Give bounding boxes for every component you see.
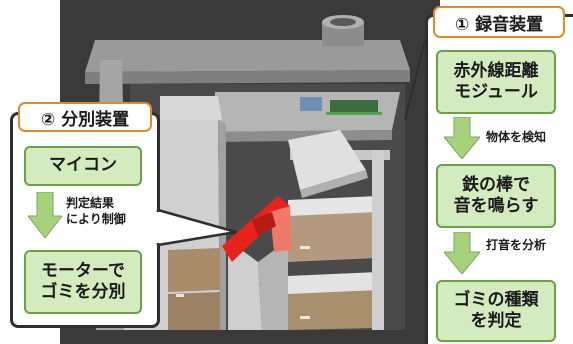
motor-sorting-line2: ゴミを分別	[40, 282, 126, 302]
down-arrow-icon	[28, 192, 62, 238]
control-by-result-line2: により制御	[66, 211, 126, 226]
shelf-lid	[288, 130, 366, 190]
microcontroller-box: マイコン	[24, 146, 142, 186]
iron-rod-sound-line1: 鉄の棒で	[462, 174, 530, 195]
control-by-result-line1: 判定結果	[66, 196, 115, 210]
recording-device-title: ① 録音装置	[433, 6, 565, 38]
detect-object-label: 物体を検知	[486, 130, 547, 144]
motor-sorting-line1: モーターで	[41, 260, 125, 281]
control-by-result-label: 判定結果 により制御	[66, 196, 126, 227]
ir-distance-module-box: 赤外線距離 モジュール	[436, 50, 556, 114]
motor-sorting-box: モーターで ゴミを分別	[24, 250, 142, 314]
sensor-board	[300, 97, 322, 111]
down-arrow-icon	[444, 232, 480, 274]
judge-waste-type-line2: を判定	[470, 311, 522, 331]
sorting-device-title: ② 分別装置	[18, 102, 152, 132]
judge-waste-type-line1: ゴミの種類	[453, 289, 539, 310]
analyze-sound-label: 打音を分析	[486, 238, 547, 252]
ir-distance-module-line2: モジュール	[454, 82, 538, 102]
iron-rod-sound-box: 鉄の棒で 音を鳴らす	[436, 164, 556, 228]
ir-distance-module-line1: 赤外線距離	[453, 60, 539, 81]
microcontroller-label: マイコン	[49, 155, 117, 176]
top-cover	[85, 40, 410, 72]
judge-waste-type-box: ゴミの種類 を判定	[436, 280, 556, 342]
down-arrow-icon	[444, 117, 480, 159]
central-divider	[228, 240, 262, 330]
iron-rod-sound-line2: 音を鳴らす	[453, 196, 539, 216]
